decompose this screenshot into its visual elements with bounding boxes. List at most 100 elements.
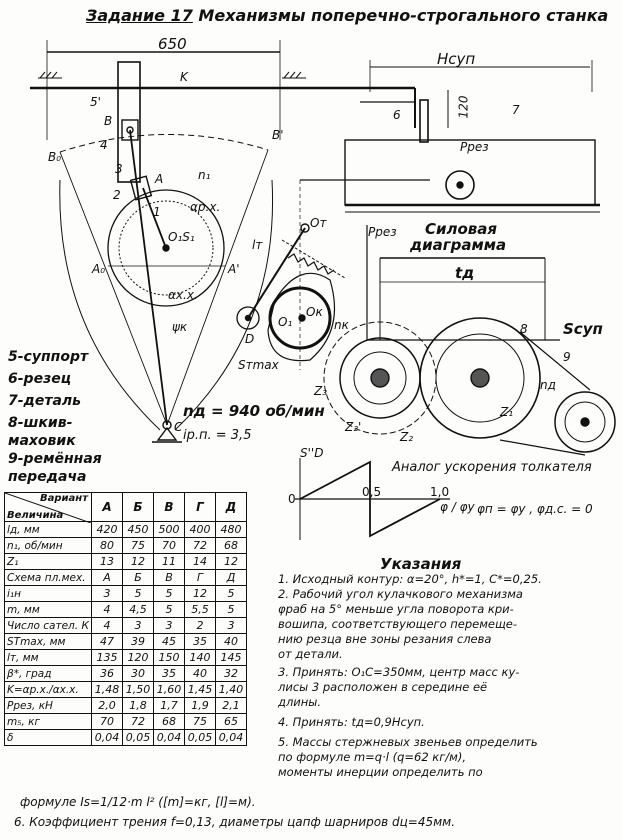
row-value: 11 <box>153 553 185 570</box>
row-value: 70 <box>91 713 123 730</box>
accel-zero: 0 <box>288 492 296 506</box>
instructions-line: по формуле m=q·l (q=62 кг/м), <box>278 750 466 764</box>
label-d: D <box>245 332 255 346</box>
instructions-line: вошипа, соответствующего перемеще- <box>278 617 518 631</box>
cam-wheel <box>268 286 332 350</box>
label-b: B <box>104 114 113 128</box>
row-value: 3 <box>215 617 247 634</box>
row-value: 45 <box>153 633 185 650</box>
row-value: 75 <box>122 537 154 554</box>
row-value: 68 <box>215 537 247 554</box>
row-value: 30 <box>122 665 154 682</box>
label-9: 9 <box>563 350 571 364</box>
label-z2p: Z₂' <box>345 420 362 434</box>
accel-phi: φ / φу <box>440 500 475 514</box>
label-alpha-xx: αх.х. <box>168 288 198 302</box>
row-value: 1,48 <box>91 681 123 698</box>
instructions-footer-friction: 6. Коэффициент трения f=0,13, диаметры ц… <box>14 815 456 829</box>
row-param: Z₁ <box>4 553 92 570</box>
label-alpha-rx: αр.х. <box>190 200 221 214</box>
row-value: 80 <box>91 537 123 554</box>
label-a1: A' <box>228 262 240 276</box>
row-param: n₁, об/мин <box>4 537 92 554</box>
row-value: 3 <box>91 585 123 602</box>
row-param: β*, град <box>4 665 92 682</box>
row-value: А <box>91 569 123 586</box>
row-value: 12 <box>184 585 216 602</box>
accel-sd: S''D <box>300 446 324 460</box>
label-b1: B' <box>272 128 284 142</box>
legend-5: 5-суппорт <box>8 349 89 365</box>
table-corner: Вариант Величина <box>4 492 92 523</box>
row-value: 1,7 <box>153 697 185 714</box>
row-value: 5 <box>215 601 247 618</box>
row-value: 40 <box>184 665 216 682</box>
spring <box>287 253 335 275</box>
row-value: 40 <box>215 633 247 650</box>
row-value: 1,8 <box>122 697 154 714</box>
rocker-slider <box>117 61 141 183</box>
row-value: 39 <box>122 633 154 650</box>
row-value: 1,9 <box>184 697 216 714</box>
row-value: 68 <box>153 713 185 730</box>
instructions-footer-formula: формуле Is=1/12·m l² ([m]=кг, [l]=м). <box>20 795 256 809</box>
label-5p: 5' <box>90 95 101 109</box>
label-6: 6 <box>393 108 401 122</box>
row-value: 5,5 <box>184 601 216 618</box>
accel-half: 0,5 <box>362 485 382 499</box>
row-param: lд, мм <box>4 521 92 538</box>
row-value: 420 <box>91 521 123 538</box>
label-a0: A₀ <box>92 262 106 276</box>
label-psi-k: ψк <box>172 320 188 334</box>
label-z1: Z₁ <box>500 405 514 419</box>
col-v: В <box>153 492 185 522</box>
row-param: m₅, кг <box>4 713 92 730</box>
row-value: 72 <box>122 713 154 730</box>
row-param: δ <box>4 729 92 746</box>
legend-8: 8-шкив-маховик <box>8 415 76 449</box>
row-value: 1,40 <box>215 681 247 698</box>
row-value: 0,04 <box>215 729 247 746</box>
instructions-line: лисы 3 расположен в середине её <box>278 680 488 694</box>
label-ok: Oк <box>306 305 323 319</box>
row-value: 12 <box>215 553 247 570</box>
row-value: 150 <box>153 649 185 666</box>
label-stmax: Sтmax <box>238 358 279 372</box>
row-value: 4 <box>91 601 123 618</box>
row-value: 3 <box>153 617 185 634</box>
row-value: 450 <box>122 521 154 538</box>
accel-one: 1,0 <box>430 485 450 499</box>
instructions-line: φраб на 5° меньше угла поворота кри- <box>278 602 514 616</box>
accel-rel: φп = φу , φд.с. = 0 <box>477 502 593 516</box>
label-nk: nк <box>334 318 349 332</box>
row-value: 12 <box>122 553 154 570</box>
row-value: 5 <box>122 585 154 602</box>
row-param: Pрез, кН <box>4 697 92 714</box>
instructions-line: 1. Исходный контур: α=20°, h*=1, C*=0,25… <box>278 572 542 586</box>
label-2: 2 <box>113 188 121 202</box>
row-value: 4,5 <box>122 601 154 618</box>
row-value: 140 <box>184 649 216 666</box>
cam <box>267 272 336 362</box>
row-value: 120 <box>122 649 154 666</box>
label-o1b: O₁ <box>278 315 293 329</box>
crank <box>142 187 167 249</box>
row-value: 1,50 <box>122 681 154 698</box>
instructions-heading: Указания <box>380 555 462 573</box>
row-value: 0,05 <box>122 729 154 746</box>
dim-650: 650 <box>158 35 187 53</box>
label-c: C <box>174 420 183 434</box>
row-value: 2,1 <box>215 697 247 714</box>
row-value: 480 <box>215 521 247 538</box>
label-n1: n₁ <box>198 168 211 182</box>
label-4: 4 <box>100 138 108 152</box>
